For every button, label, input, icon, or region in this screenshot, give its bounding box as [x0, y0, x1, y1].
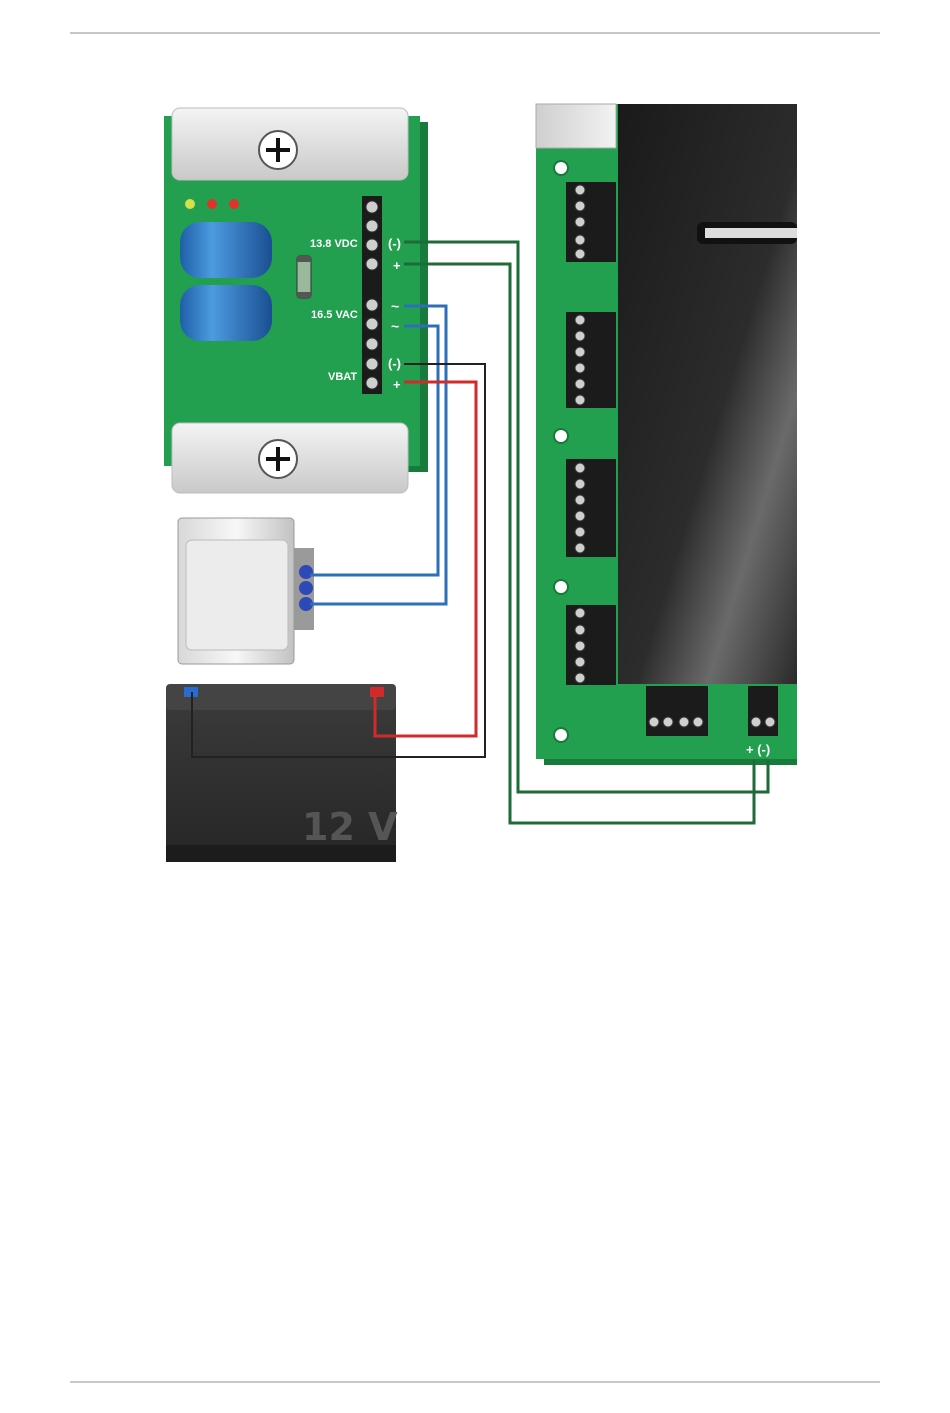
led-icon	[229, 199, 239, 209]
dc-plus-terminal-label: +	[393, 258, 401, 273]
mounting-tab	[536, 104, 616, 148]
battery-positive-terminal-icon	[370, 687, 384, 697]
led-icon	[207, 199, 217, 209]
led-icon	[185, 199, 195, 209]
controller-board: + (-)	[536, 104, 797, 765]
mounting-hole	[554, 429, 568, 443]
bat-plus-terminal-label: +	[393, 377, 401, 392]
ps-terminal-block	[362, 196, 382, 394]
card-slot-pins	[705, 228, 797, 238]
bat-minus-terminal-label: (-)	[388, 356, 401, 371]
mounting-bracket-bottom	[172, 423, 408, 493]
battery-voltage-label: 12 V	[302, 805, 398, 849]
terminal-icon	[299, 565, 313, 579]
terminal-icon	[299, 581, 313, 595]
mounting-bracket-top	[172, 108, 408, 180]
controller-module	[618, 104, 797, 684]
ac-input-label: 16.5 VAC	[311, 309, 358, 321]
dc-output-label: 13.8 VDC	[310, 238, 358, 250]
controller-power-terminal-label: + (-)	[746, 742, 770, 757]
mounting-hole	[554, 580, 568, 594]
ac-terminal-2-label: ~	[391, 318, 399, 334]
fuse-icon	[297, 256, 311, 298]
transformer	[178, 518, 314, 664]
battery: 12 V	[166, 684, 398, 862]
power-supply-board: 13.8 VDC 16.5 VAC VBAT (-) + ~ ~ (-) +	[164, 108, 428, 493]
dc-minus-terminal-label: (-)	[388, 236, 401, 251]
ac-terminal-1-label: ~	[391, 298, 399, 314]
battery-input-label: VBAT	[328, 371, 357, 383]
mounting-hole	[554, 161, 568, 175]
mounting-hole	[554, 728, 568, 742]
